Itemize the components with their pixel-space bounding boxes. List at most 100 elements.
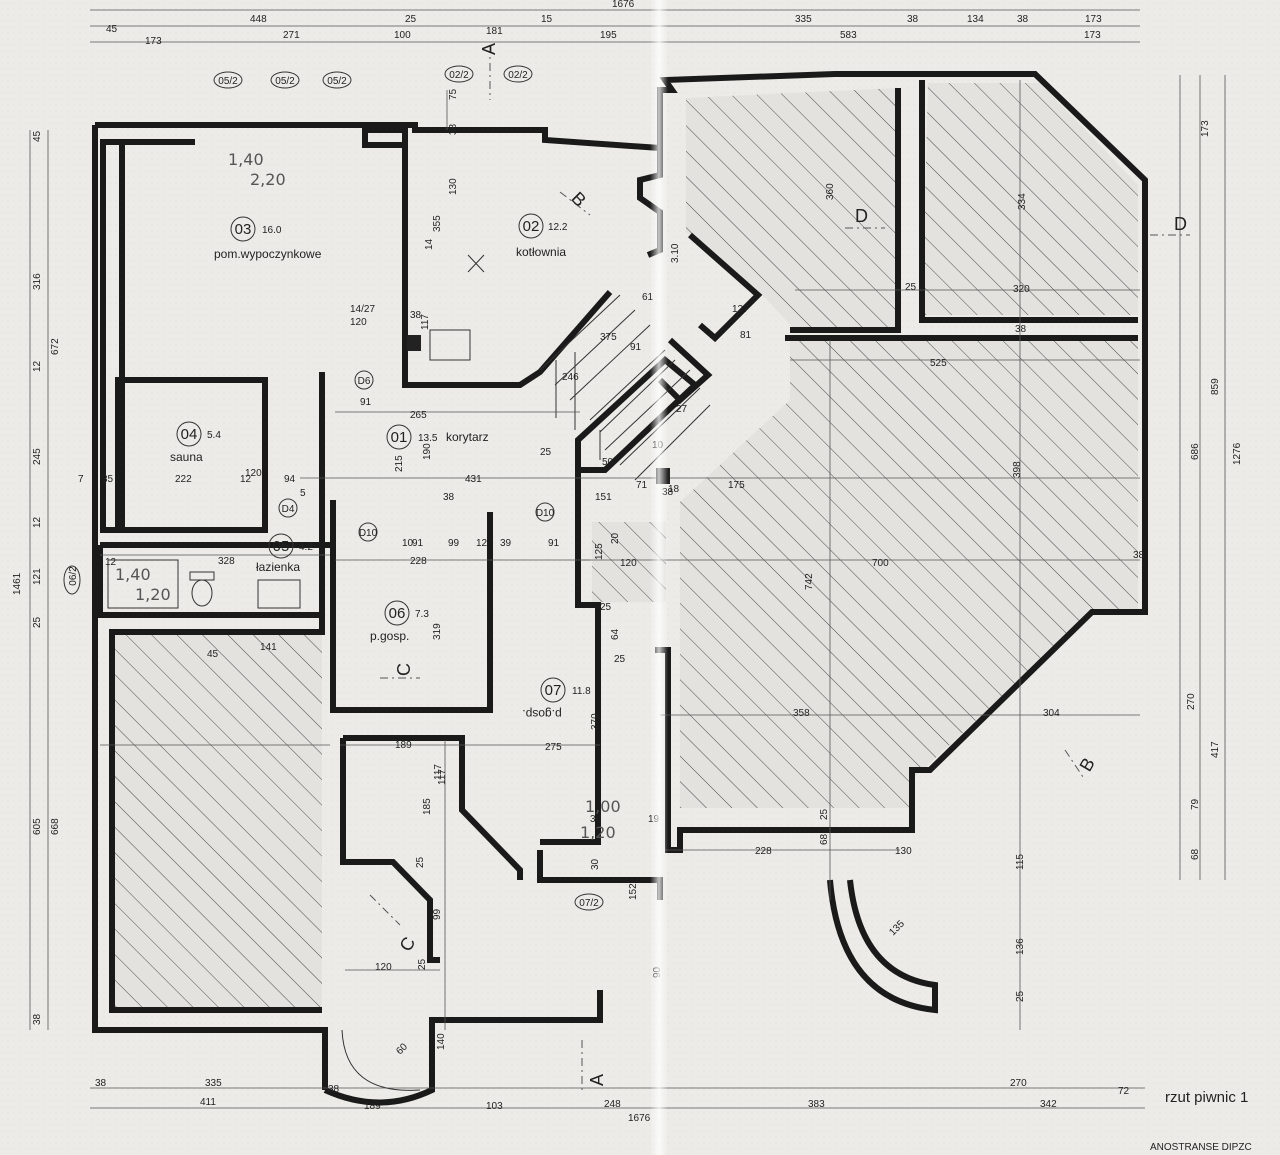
dimension-label: 38 <box>1133 550 1145 561</box>
dimension-label: 130 <box>895 846 912 857</box>
svg-text:248: 248 <box>604 1099 621 1110</box>
svg-text:1,20: 1,20 <box>135 585 171 604</box>
dimension-label: 75 <box>448 88 459 100</box>
dimension-label: 700 <box>872 558 889 569</box>
svg-text:859: 859 <box>1210 378 1221 395</box>
svg-text:02: 02 <box>523 218 540 235</box>
svg-text:1461: 1461 <box>12 572 23 595</box>
svg-text:p.gosp.: p.gosp. <box>370 629 409 643</box>
svg-text:605: 605 <box>32 818 43 835</box>
svg-text:417: 417 <box>1210 741 1221 758</box>
dimension-label: 30 <box>590 858 601 870</box>
svg-text:05/2: 05/2 <box>218 76 238 87</box>
dimension-label: 120 <box>350 317 367 328</box>
dimension-label: 190 <box>422 443 433 460</box>
dimension-label: 328 <box>218 556 235 567</box>
svg-text:13.5: 13.5 <box>418 433 438 444</box>
svg-text:25: 25 <box>32 616 43 628</box>
stamp-text: ANOSTRANSE DIPZC <box>1150 1142 1252 1153</box>
svg-text:D10: D10 <box>359 528 378 539</box>
svg-text:kotłownia: kotłownia <box>516 245 566 259</box>
svg-text:1276: 1276 <box>1232 442 1243 465</box>
dimension-label: 189 <box>395 740 412 751</box>
svg-text:411: 411 <box>200 1097 216 1108</box>
dimension-label: 125 <box>594 543 605 560</box>
svg-text:383: 383 <box>808 1099 825 1110</box>
room-06-label: 06 7.3 p.gosp. <box>370 600 429 643</box>
dimension-label: 36 <box>590 814 602 825</box>
svg-text:1,40: 1,40 <box>115 565 151 584</box>
svg-text:79: 79 <box>1190 798 1201 810</box>
section-lines <box>369 45 1190 1090</box>
svg-text:D10: D10 <box>536 508 555 519</box>
svg-text:D: D <box>1174 214 1187 234</box>
dimension-label: 10 <box>402 538 414 549</box>
dimension-label: 431 <box>465 474 482 485</box>
svg-text:38: 38 <box>907 14 919 25</box>
svg-text:270: 270 <box>1186 693 1197 710</box>
dimension-label: 99 <box>448 538 460 549</box>
svg-text:12: 12 <box>32 516 43 528</box>
dimension-label: 375 <box>600 332 617 343</box>
dimension-label: 25 <box>905 282 917 293</box>
svg-text:173: 173 <box>1200 120 1211 137</box>
dimension-label: 265 <box>410 410 427 421</box>
window-tags: 05/2 05/2 05/2 02/2 02/2 06/2 07/2 <box>63 65 604 911</box>
svg-text:173: 173 <box>145 36 162 47</box>
svg-text:A: A <box>587 1074 607 1086</box>
dimension-label: 334 <box>1017 193 1028 210</box>
svg-text:03: 03 <box>235 221 252 238</box>
svg-text:1,00: 1,00 <box>585 797 621 816</box>
dimension-label: 25 <box>614 654 626 665</box>
dimension-label: 525 <box>930 358 947 369</box>
dimension-label: 25 <box>417 958 428 970</box>
svg-text:100: 100 <box>394 30 411 41</box>
svg-text:270: 270 <box>1010 1078 1027 1089</box>
dimension-label: 152 <box>628 883 639 900</box>
dimension-label: 355 <box>432 215 443 232</box>
svg-text:D6: D6 <box>358 376 371 387</box>
svg-text:448: 448 <box>250 14 267 25</box>
dimension-label: 130 <box>448 178 459 195</box>
svg-text:p.gosp.: p.gosp. <box>522 707 561 721</box>
svg-text:5.4: 5.4 <box>207 430 221 441</box>
dimension-label: 120 <box>620 558 637 569</box>
svg-text:4.2: 4.2 <box>299 542 313 553</box>
dimension-label: 320 <box>1013 284 1030 295</box>
dimension-label: 398 <box>1012 461 1023 478</box>
svg-text:38: 38 <box>95 1078 107 1089</box>
svg-text:1,20: 1,20 <box>580 823 616 842</box>
svg-text:05/2: 05/2 <box>275 76 295 87</box>
dimension-label: 185 <box>422 798 433 815</box>
dimension-label: 7 <box>78 474 84 485</box>
dimension-label: 91 <box>630 342 642 353</box>
room-02-label: 02 12.2 kotłownia <box>516 213 568 259</box>
dimension-label: 319 <box>432 623 443 640</box>
dimension-label: 20 <box>610 532 621 544</box>
drawing-caption: rzut piwnic 1 <box>1165 1089 1248 1106</box>
room-labels: 01 13.5 korytarz 02 12.2 kotłownia 03 16… <box>170 213 591 721</box>
dimension-label: 117 <box>420 314 431 330</box>
svg-text:12.2: 12.2 <box>548 222 568 233</box>
svg-text:68: 68 <box>1190 848 1201 860</box>
dimension-label: 14 <box>424 238 435 250</box>
dimension-label: 228 <box>410 556 427 567</box>
svg-text:02/2: 02/2 <box>508 70 528 81</box>
door-tags: D6 D4 D10 D10 <box>278 370 555 542</box>
dimension-label: 45 <box>207 649 219 660</box>
dimension-label: 360 <box>825 183 836 200</box>
svg-text:173: 173 <box>1084 30 1101 41</box>
dimension-label: 18 <box>668 484 680 495</box>
dimension-label: 141 <box>260 642 277 653</box>
dimension-label: 35 <box>102 474 114 485</box>
handwritten-notes: 1,40 2,20 1,40 1,20 1,00 1,20 <box>115 150 621 842</box>
svg-text:195: 195 <box>600 30 617 41</box>
dimension-label: 38 <box>410 310 422 321</box>
dimension-label: 222 <box>175 474 192 485</box>
svg-text:05/2: 05/2 <box>327 76 347 87</box>
dimension-label: 370 <box>590 713 601 730</box>
svg-text:pom.wypoczynkowe: pom.wypoczynkowe <box>214 247 322 261</box>
svg-text:06/2: 06/2 <box>68 566 79 586</box>
svg-text:245: 245 <box>32 448 43 465</box>
